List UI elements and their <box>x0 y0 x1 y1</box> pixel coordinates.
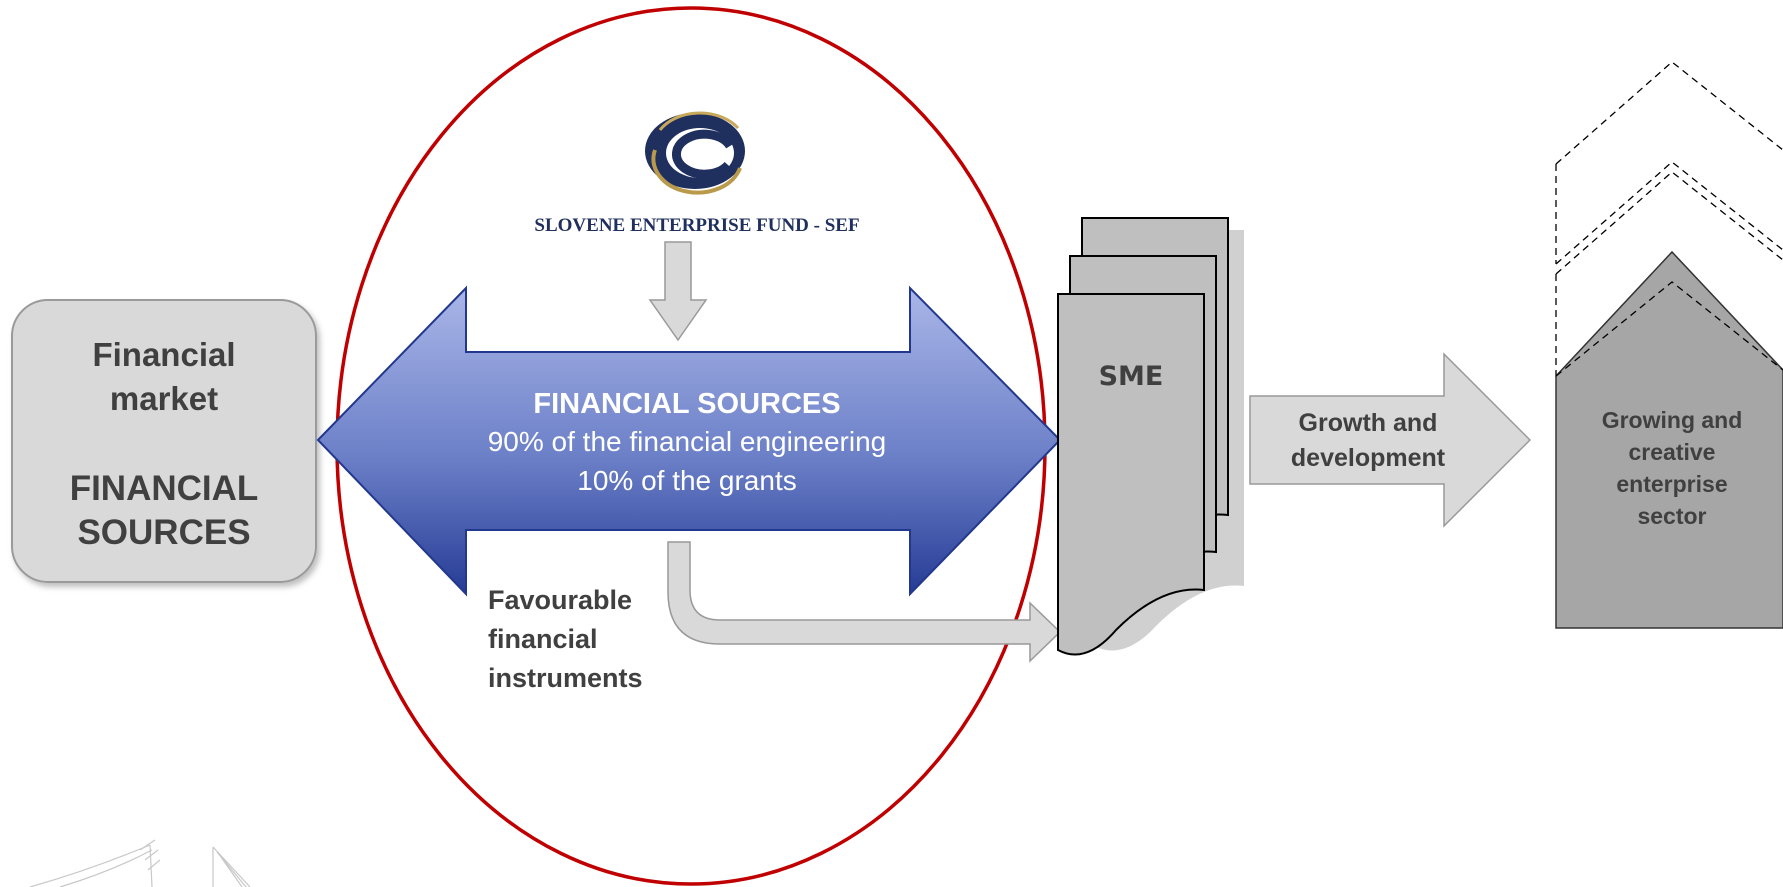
sme-label: SME <box>1099 361 1164 392</box>
sef-logo: SLOVENE ENTERPRISE FUND - SEF <box>534 111 860 236</box>
sector-label-line3: enterprise <box>1616 471 1727 497</box>
sector-label-line1: Growing and <box>1602 407 1743 433</box>
instruments-label-line3: instruments <box>488 663 643 693</box>
enterprise-sector-house: Growing and creative enterprise sector <box>1555 61 1783 629</box>
sef-down-arrow <box>648 241 708 342</box>
sector-label-line2: creative <box>1629 439 1716 465</box>
sector-label-line4: sector <box>1637 503 1706 529</box>
financial-sources-title: FINANCIAL SOURCES <box>533 388 840 420</box>
instruments-label-line2: financial <box>488 624 598 654</box>
financial-market-box: Financial market FINANCIAL SOURCES <box>11 299 317 583</box>
growth-label-line2: development <box>1291 444 1446 472</box>
financial-sources-line1: 90% of the financial engineering <box>488 426 887 457</box>
sme-document-stack: SME <box>1057 217 1244 656</box>
instruments-label-line1: Favourable <box>488 585 632 615</box>
sef-logo-name: SLOVENE ENTERPRISE FUND - SEF <box>534 215 859 236</box>
decorative-corner-lines <box>29 839 251 887</box>
market-label-line2: market <box>110 380 218 417</box>
market-label-line3: FINANCIAL <box>70 469 259 508</box>
market-label-line4: SOURCES <box>77 513 250 552</box>
instruments-bent-arrow <box>667 541 1062 663</box>
growth-label-line1: Growth and <box>1299 409 1438 437</box>
sef-logo-icon <box>645 111 745 195</box>
growth-arrow <box>1249 352 1532 528</box>
financial-sources-line2: 10% of the grants <box>577 465 796 496</box>
market-label-line1: Financial <box>92 336 235 373</box>
